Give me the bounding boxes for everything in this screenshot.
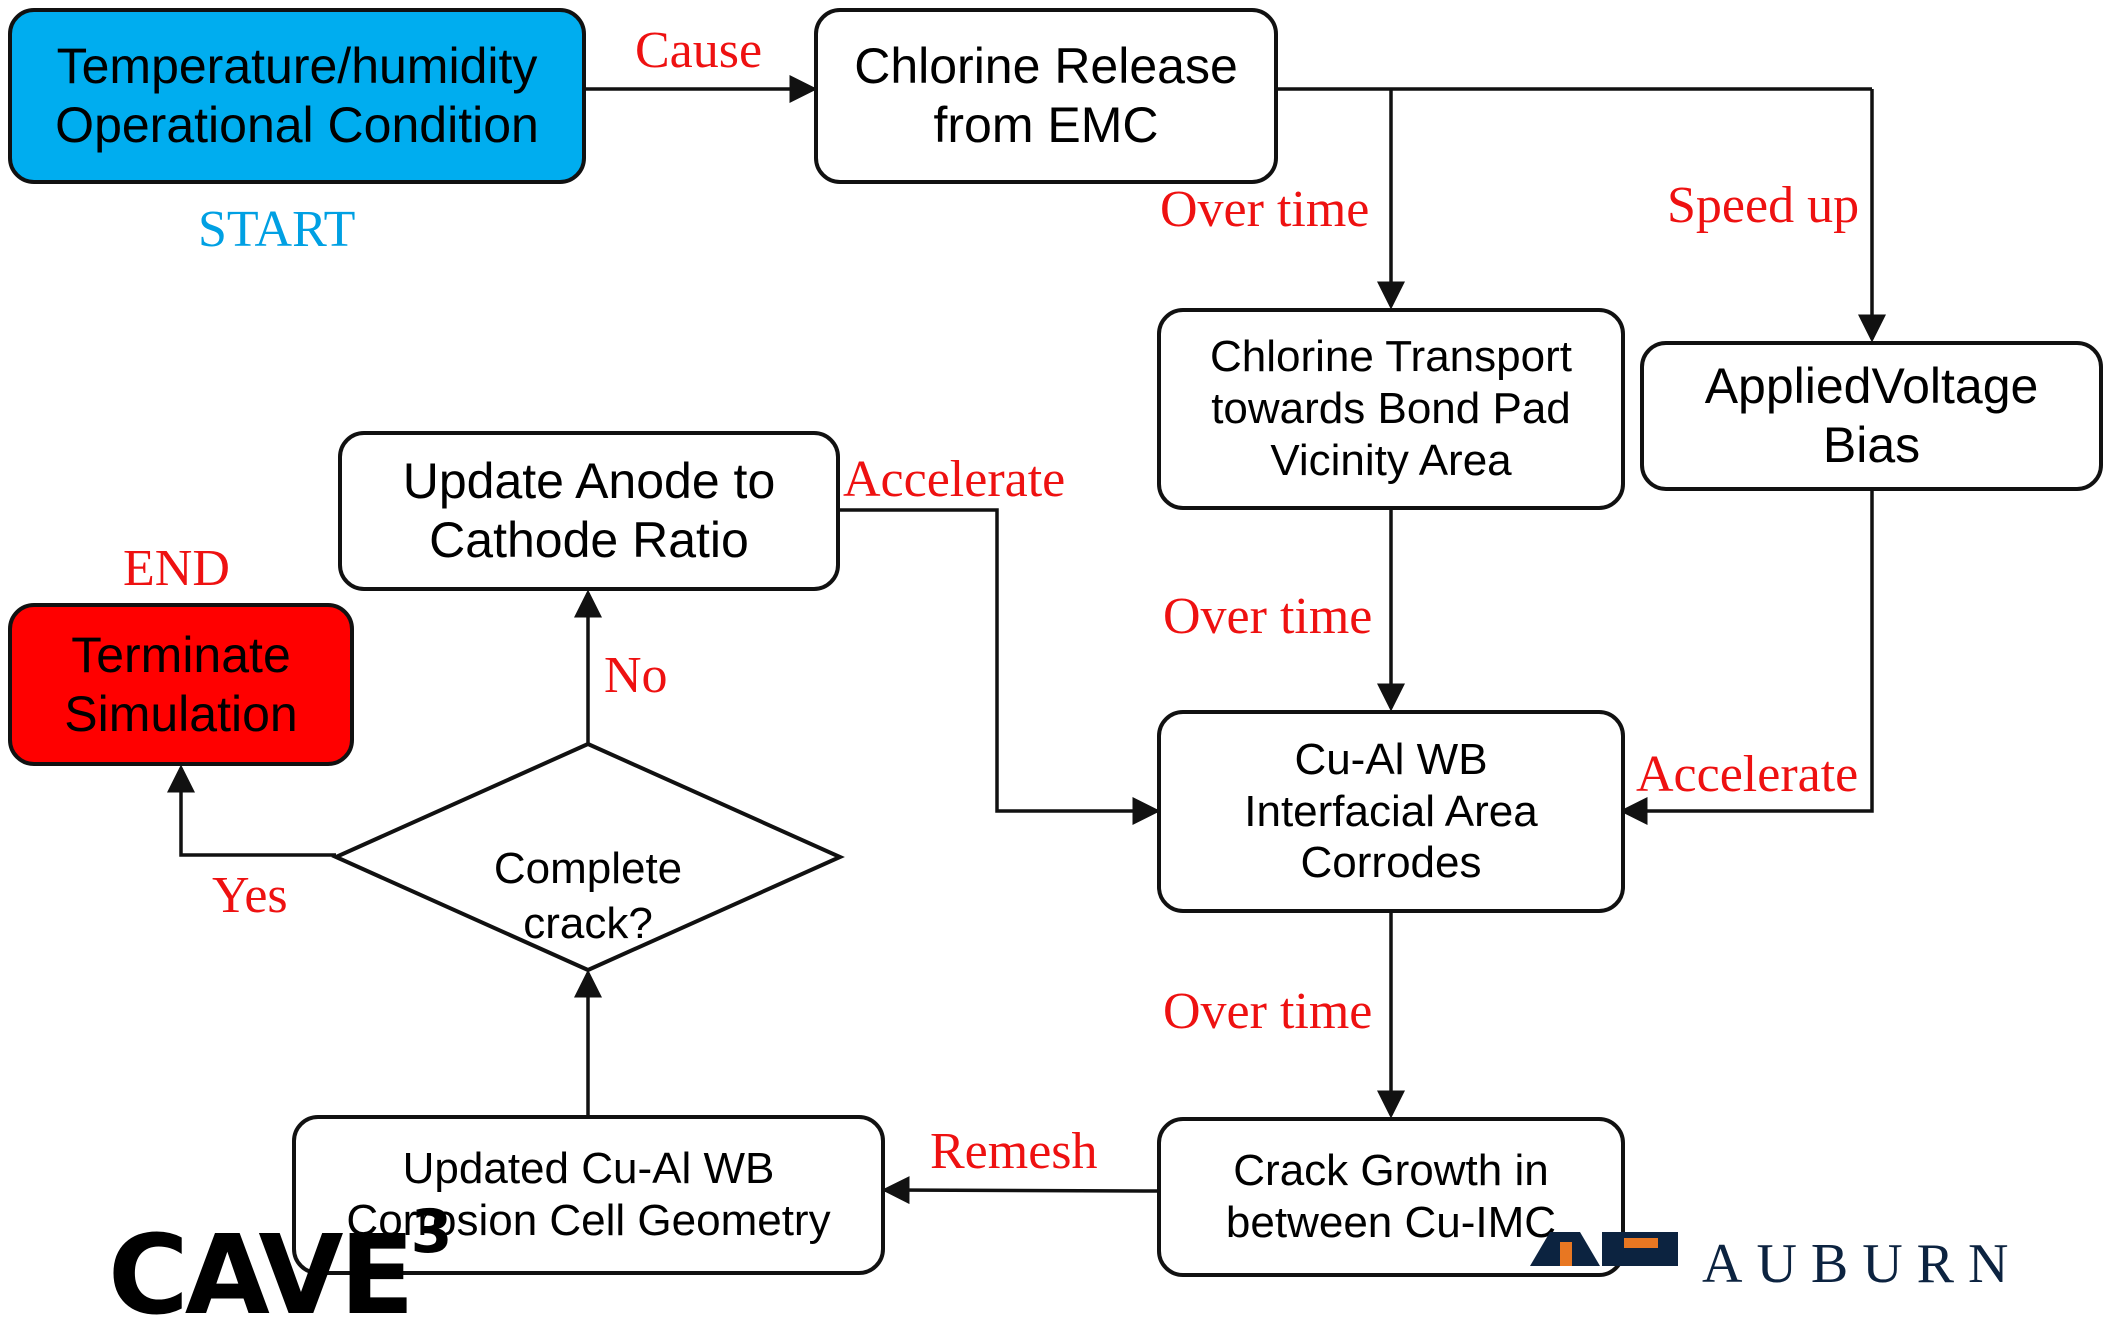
updated-geometry-node: Updated Cu-Al WB Corrosion Cell Geometry bbox=[292, 1115, 885, 1275]
remesh-label: Remesh bbox=[930, 1123, 1098, 1180]
corrodes-text: Cu-Al WB Interfacial Area Corrodes bbox=[1244, 734, 1538, 888]
chlorine-release-text: Chlorine Release from EMC bbox=[854, 38, 1238, 153]
applied-voltage-node: AppliedVoltage Bias bbox=[1640, 341, 2103, 491]
arrow-crack-growth-to-geometry bbox=[881, 1176, 1158, 1205]
terminate-text: Terminate Simulation bbox=[64, 626, 298, 742]
arrow-decision-to-terminate bbox=[167, 764, 336, 857]
arrow-ratio-to-corrodes bbox=[839, 508, 1161, 825]
update-ratio-node: Update Anode to Cathode Ratio bbox=[338, 431, 840, 591]
accelerate-label-left: Accelerate bbox=[843, 451, 1066, 508]
decision-diamond bbox=[331, 741, 845, 973]
chlorine-transport-node: Chlorine Transport towards Bond Pad Vici… bbox=[1157, 308, 1625, 510]
flowchart: Temperature/humidity Operational Conditi… bbox=[8, 8, 2103, 1330]
auburn-logo-text: AUBURN bbox=[1702, 1233, 2023, 1295]
chlorine-transport-text: Chlorine Transport towards Bond Pad Vici… bbox=[1210, 332, 1572, 485]
applied-voltage-text: AppliedVoltage Bias bbox=[1704, 358, 2039, 473]
over-time-label-1: Over time bbox=[1160, 181, 1370, 238]
over-time-label-2: Over time bbox=[1163, 588, 1373, 645]
connector-layer bbox=[167, 75, 1886, 1205]
cause-label: Cause bbox=[635, 22, 763, 79]
no-label: No bbox=[604, 647, 668, 704]
arrow-voltage-to-corrodes bbox=[1619, 491, 1874, 825]
start-label: START bbox=[198, 201, 356, 258]
cave-logo-superscript: 3 bbox=[410, 1197, 453, 1267]
speed-up-label: Speed up bbox=[1667, 177, 1860, 234]
accelerate-label-right: Accelerate bbox=[1636, 746, 1859, 803]
start-condition-text: Temperature/humidity Operational Conditi… bbox=[55, 38, 539, 153]
over-time-label-3: Over time bbox=[1163, 983, 1373, 1040]
cave-logo-text: CAVE bbox=[108, 1211, 415, 1339]
cave-logo: CAVE3 bbox=[108, 1202, 452, 1330]
complete-crack-text: Complete crack? bbox=[493, 844, 683, 948]
auburn-logo: AUBURN bbox=[1530, 1232, 2050, 1292]
end-label: END bbox=[123, 540, 230, 597]
crack-growth-node: Crack Growth in between Cu-IMC bbox=[1157, 1117, 1625, 1277]
auburn-logo-mark bbox=[1530, 1232, 1678, 1266]
chlorine-release-node: Chlorine Release from EMC bbox=[814, 8, 1278, 184]
start-condition-node: Temperature/humidity Operational Conditi… bbox=[8, 8, 586, 184]
updated-geometry-text: Updated Cu-Al WB Corrosion Cell Geometry bbox=[346, 1144, 831, 1245]
terminate-node: Terminate Simulation bbox=[8, 603, 354, 766]
crack-growth-text: Crack Growth in between Cu-IMC bbox=[1225, 1146, 1557, 1247]
corrodes-node: Cu-Al WB Interfacial Area Corrodes bbox=[1157, 710, 1625, 913]
update-ratio-text: Update Anode to Cathode Ratio bbox=[402, 453, 776, 568]
yes-label: Yes bbox=[212, 867, 288, 924]
